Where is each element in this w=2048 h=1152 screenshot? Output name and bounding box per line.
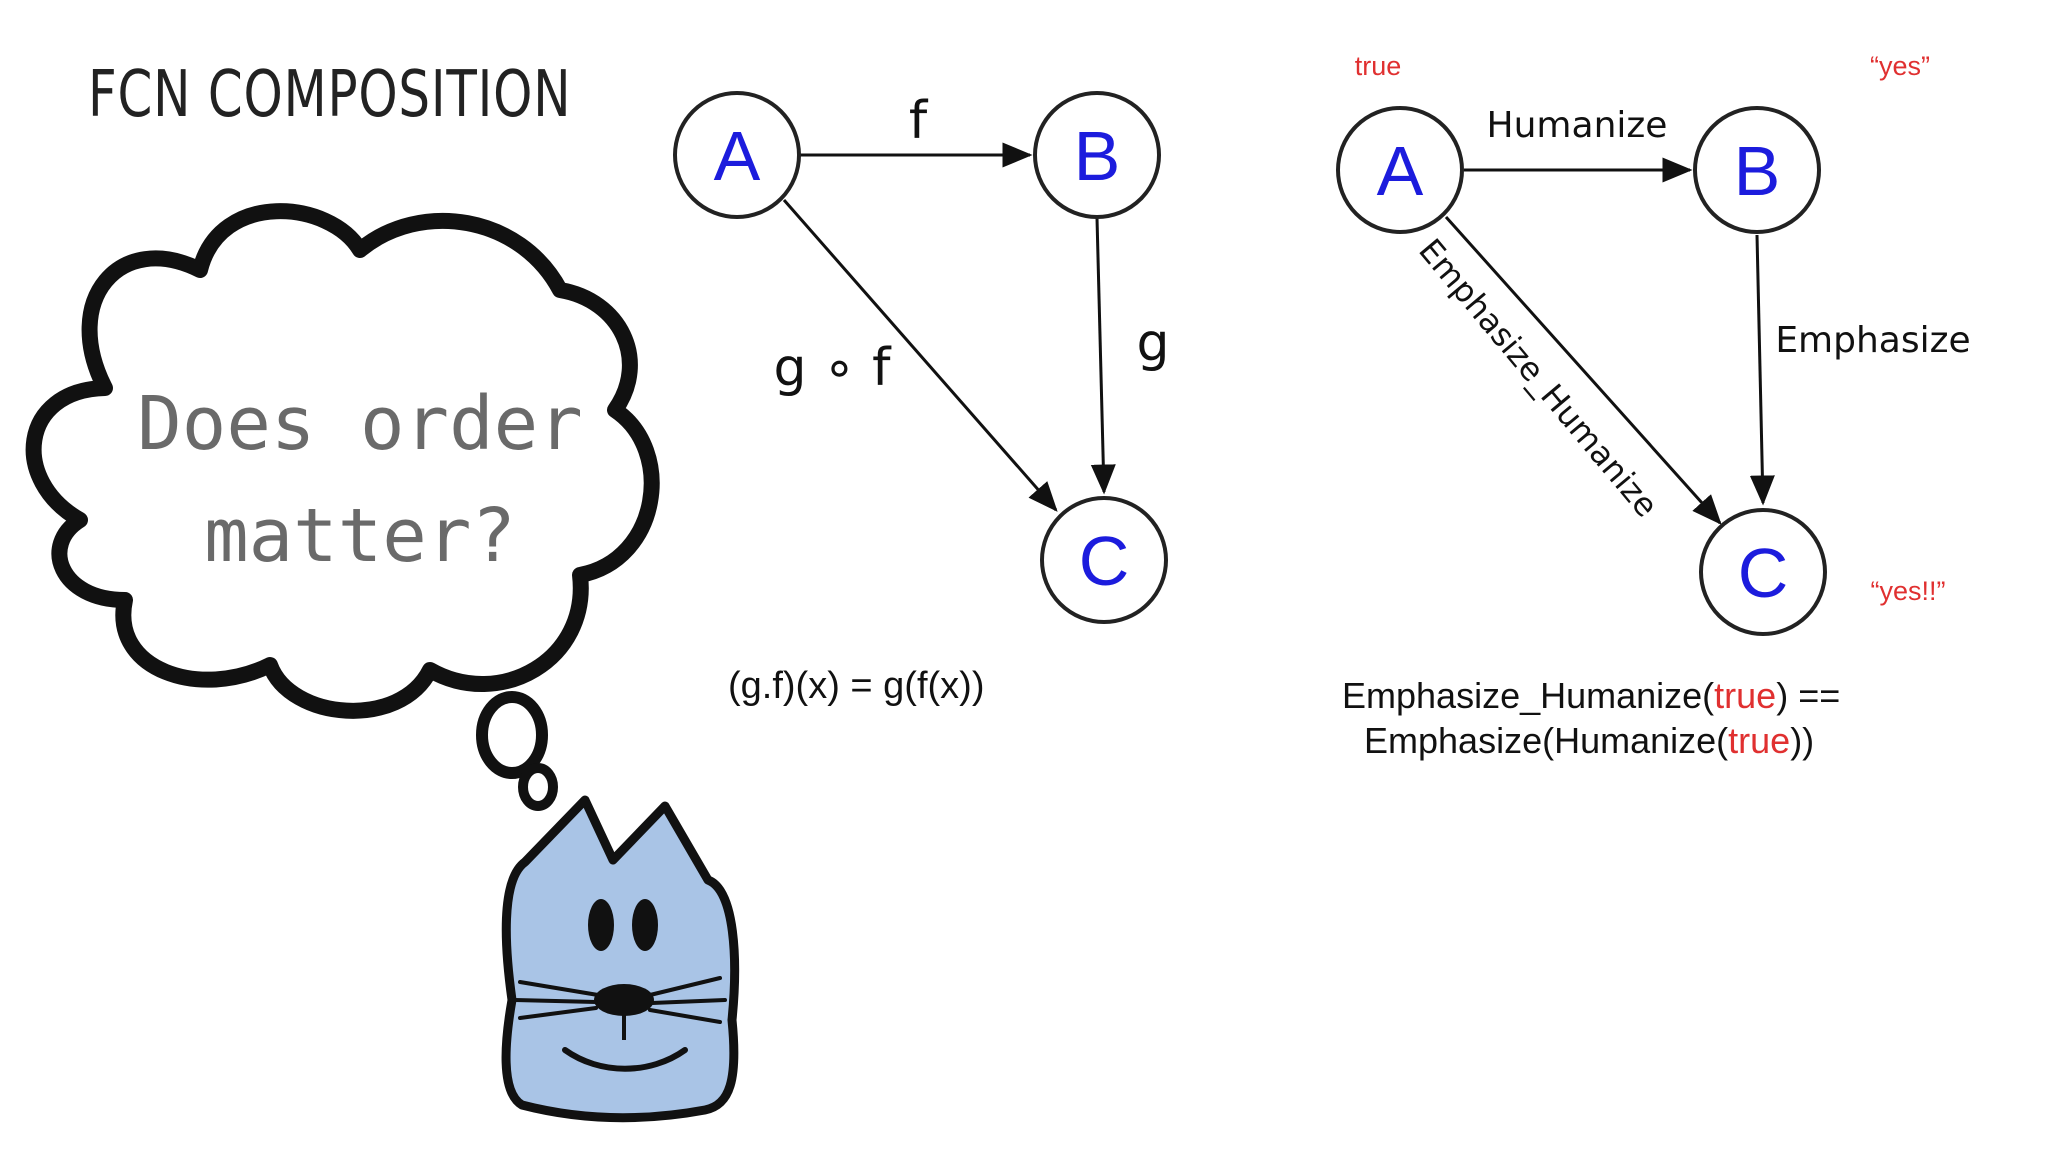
node-a: A [1336, 106, 1464, 234]
formula-arg-true: true [1728, 720, 1791, 761]
edge-label-g-compose-f: g ∘ f [774, 338, 893, 398]
node-b: B [1693, 106, 1821, 234]
edge-b-to-c [1090, 217, 1116, 495]
edge-a-to-c [782, 199, 1058, 512]
formula-text: Emphasize(Humanize( [1364, 720, 1729, 761]
node-c: C [1040, 496, 1168, 624]
node-b: B [1033, 91, 1161, 219]
annotation-yes: “yes” [1870, 51, 1930, 81]
thought-cloud [25, 203, 660, 811]
formula-text: ) == [1776, 675, 1841, 716]
formula-text: Emphasize_Humanize( [1342, 675, 1715, 716]
diagram-left-edges [782, 142, 1116, 512]
cloud-text-line-2: matter? [204, 493, 516, 579]
node-b-label: B [1734, 132, 1781, 210]
edge-label-g: g [1136, 313, 1169, 373]
edge-b-to-c [1749, 234, 1775, 506]
node-b-label: B [1074, 117, 1121, 195]
equivalence-formula-line-2: Emphasize(Humanize(true)) [1364, 720, 1814, 762]
cat-mascot [501, 795, 740, 1123]
diagram-right-edges [1444, 157, 1775, 525]
node-c-label: C [1079, 522, 1130, 600]
node-c: C [1699, 508, 1827, 636]
thought-cloud-text: Does order matter? [110, 368, 610, 592]
edge-label-emphasize: Emphasize [1775, 320, 1970, 361]
edge-a-to-c [1444, 215, 1722, 525]
composition-formula: (g.f)(x) = g(f(x)) [728, 665, 985, 707]
cloud-text-line-1: Does order [137, 381, 583, 467]
edge-label-emphasize-humanize: Emphasize_Humanize [1411, 231, 1665, 524]
node-a-label: A [714, 117, 761, 195]
node-a-label: A [1377, 132, 1424, 210]
edge-label-humanize: Humanize [1487, 105, 1668, 146]
formula-arg-true: true [1714, 675, 1777, 716]
node-a: A [673, 91, 801, 219]
annotation-true: true [1355, 51, 1402, 81]
edge-label-f: f [909, 91, 929, 151]
node-c-label: C [1738, 534, 1789, 612]
annotation-yes-excited: “yes!!” [1870, 576, 1945, 606]
slide-title: FCN COMPOSITION [88, 58, 572, 132]
formula-text: )) [1790, 720, 1815, 761]
equivalence-formula-line-1: Emphasize_Humanize(true) == [1342, 675, 1840, 717]
